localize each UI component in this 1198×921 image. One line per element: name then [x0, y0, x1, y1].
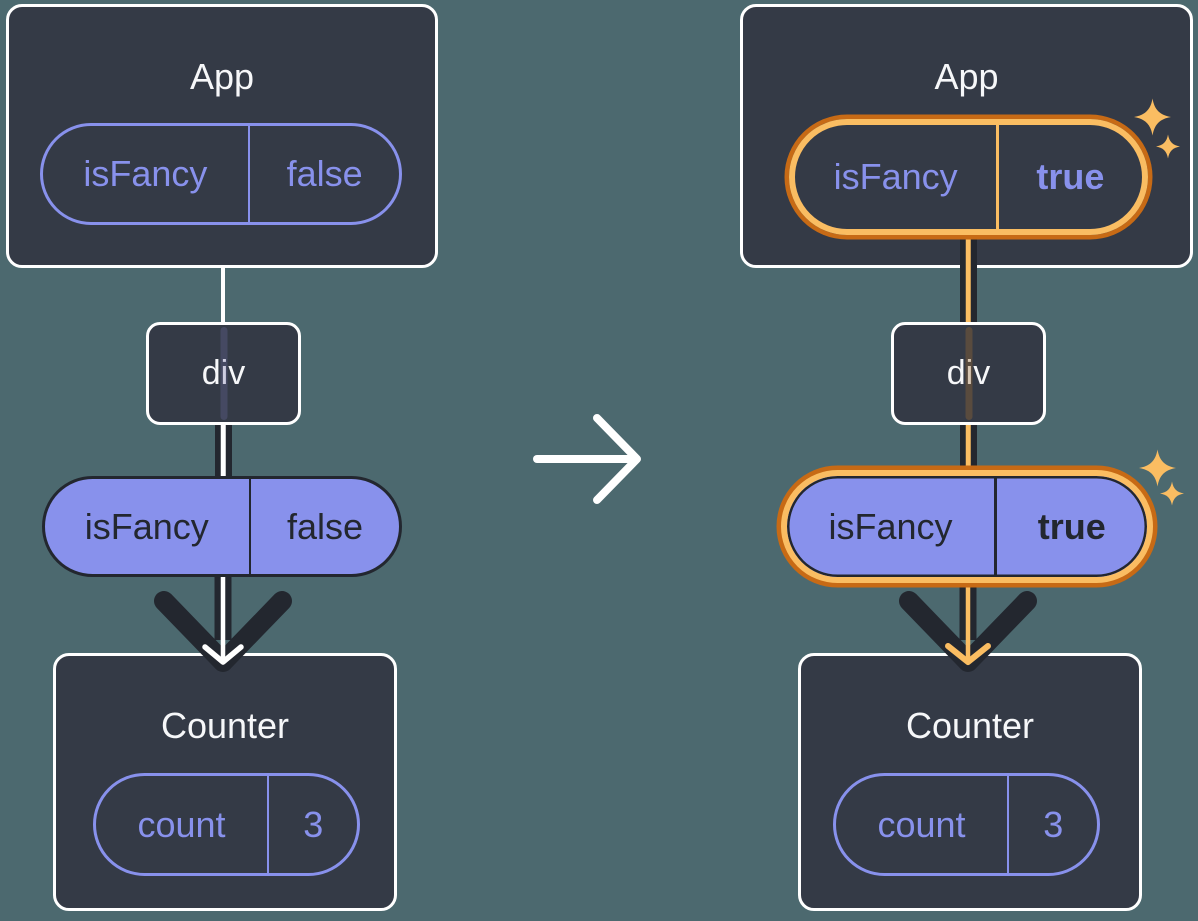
pass-through-wire-faint [965, 327, 972, 420]
sparkle-icon-large [1139, 449, 1176, 487]
state-pill-counter-left: count 3 [93, 773, 360, 876]
pill-key: count [877, 803, 966, 845]
wire-div-pill-left [214, 423, 232, 479]
pill-value: true [1036, 156, 1105, 197]
component-title: App [934, 56, 999, 97]
div-node-label: div [946, 354, 991, 392]
pill-key: count [137, 803, 226, 845]
sparkle-icon-large [1134, 98, 1171, 136]
connector-app-div-left [221, 264, 225, 324]
pill-key: isFancy [83, 153, 208, 194]
div-node-right: div [891, 322, 1046, 425]
component-title: Counter [905, 705, 1035, 746]
transition-arrow-icon [533, 414, 641, 504]
sparkle-icon-small [1160, 481, 1184, 506]
prop-pill-app-left: isFancy false [40, 123, 402, 225]
pill-value: false [286, 153, 363, 194]
component-title: App [189, 56, 255, 97]
pill-divider [266, 776, 270, 873]
arrow-chevron-icon-right [899, 574, 1037, 672]
pill-divider [996, 125, 999, 229]
pass-through-wire-faint [220, 327, 227, 420]
component-title: Counter [160, 705, 290, 746]
sparkle-icon-small [1156, 134, 1180, 159]
pill-value: 3 [1043, 803, 1064, 845]
pill-key: isFancy [84, 505, 209, 547]
div-node-left: div [146, 322, 301, 425]
pill-value: 3 [303, 803, 324, 845]
arrow-chevron-icon-left [154, 574, 292, 672]
pill-divider [1006, 776, 1010, 873]
pill-value: true [1037, 505, 1106, 547]
pill-divider [994, 476, 997, 577]
pill-value: false [287, 505, 364, 547]
passed-prop-pill-right-highlighted: isFancy true [781, 470, 1153, 583]
pill-key: isFancy [833, 156, 958, 197]
passed-prop-pill-left: isFancy false [42, 476, 402, 577]
pill-divider [248, 479, 252, 574]
div-node-label: div [201, 354, 246, 392]
state-pill-counter-right: count 3 [833, 773, 1100, 876]
pill-key: isFancy [828, 505, 953, 547]
wire-app-div-right [959, 239, 977, 329]
prop-pill-app-right-highlighted: isFancy true [789, 119, 1148, 235]
pill-divider [247, 126, 251, 222]
wire-div-pill-right [959, 423, 977, 479]
